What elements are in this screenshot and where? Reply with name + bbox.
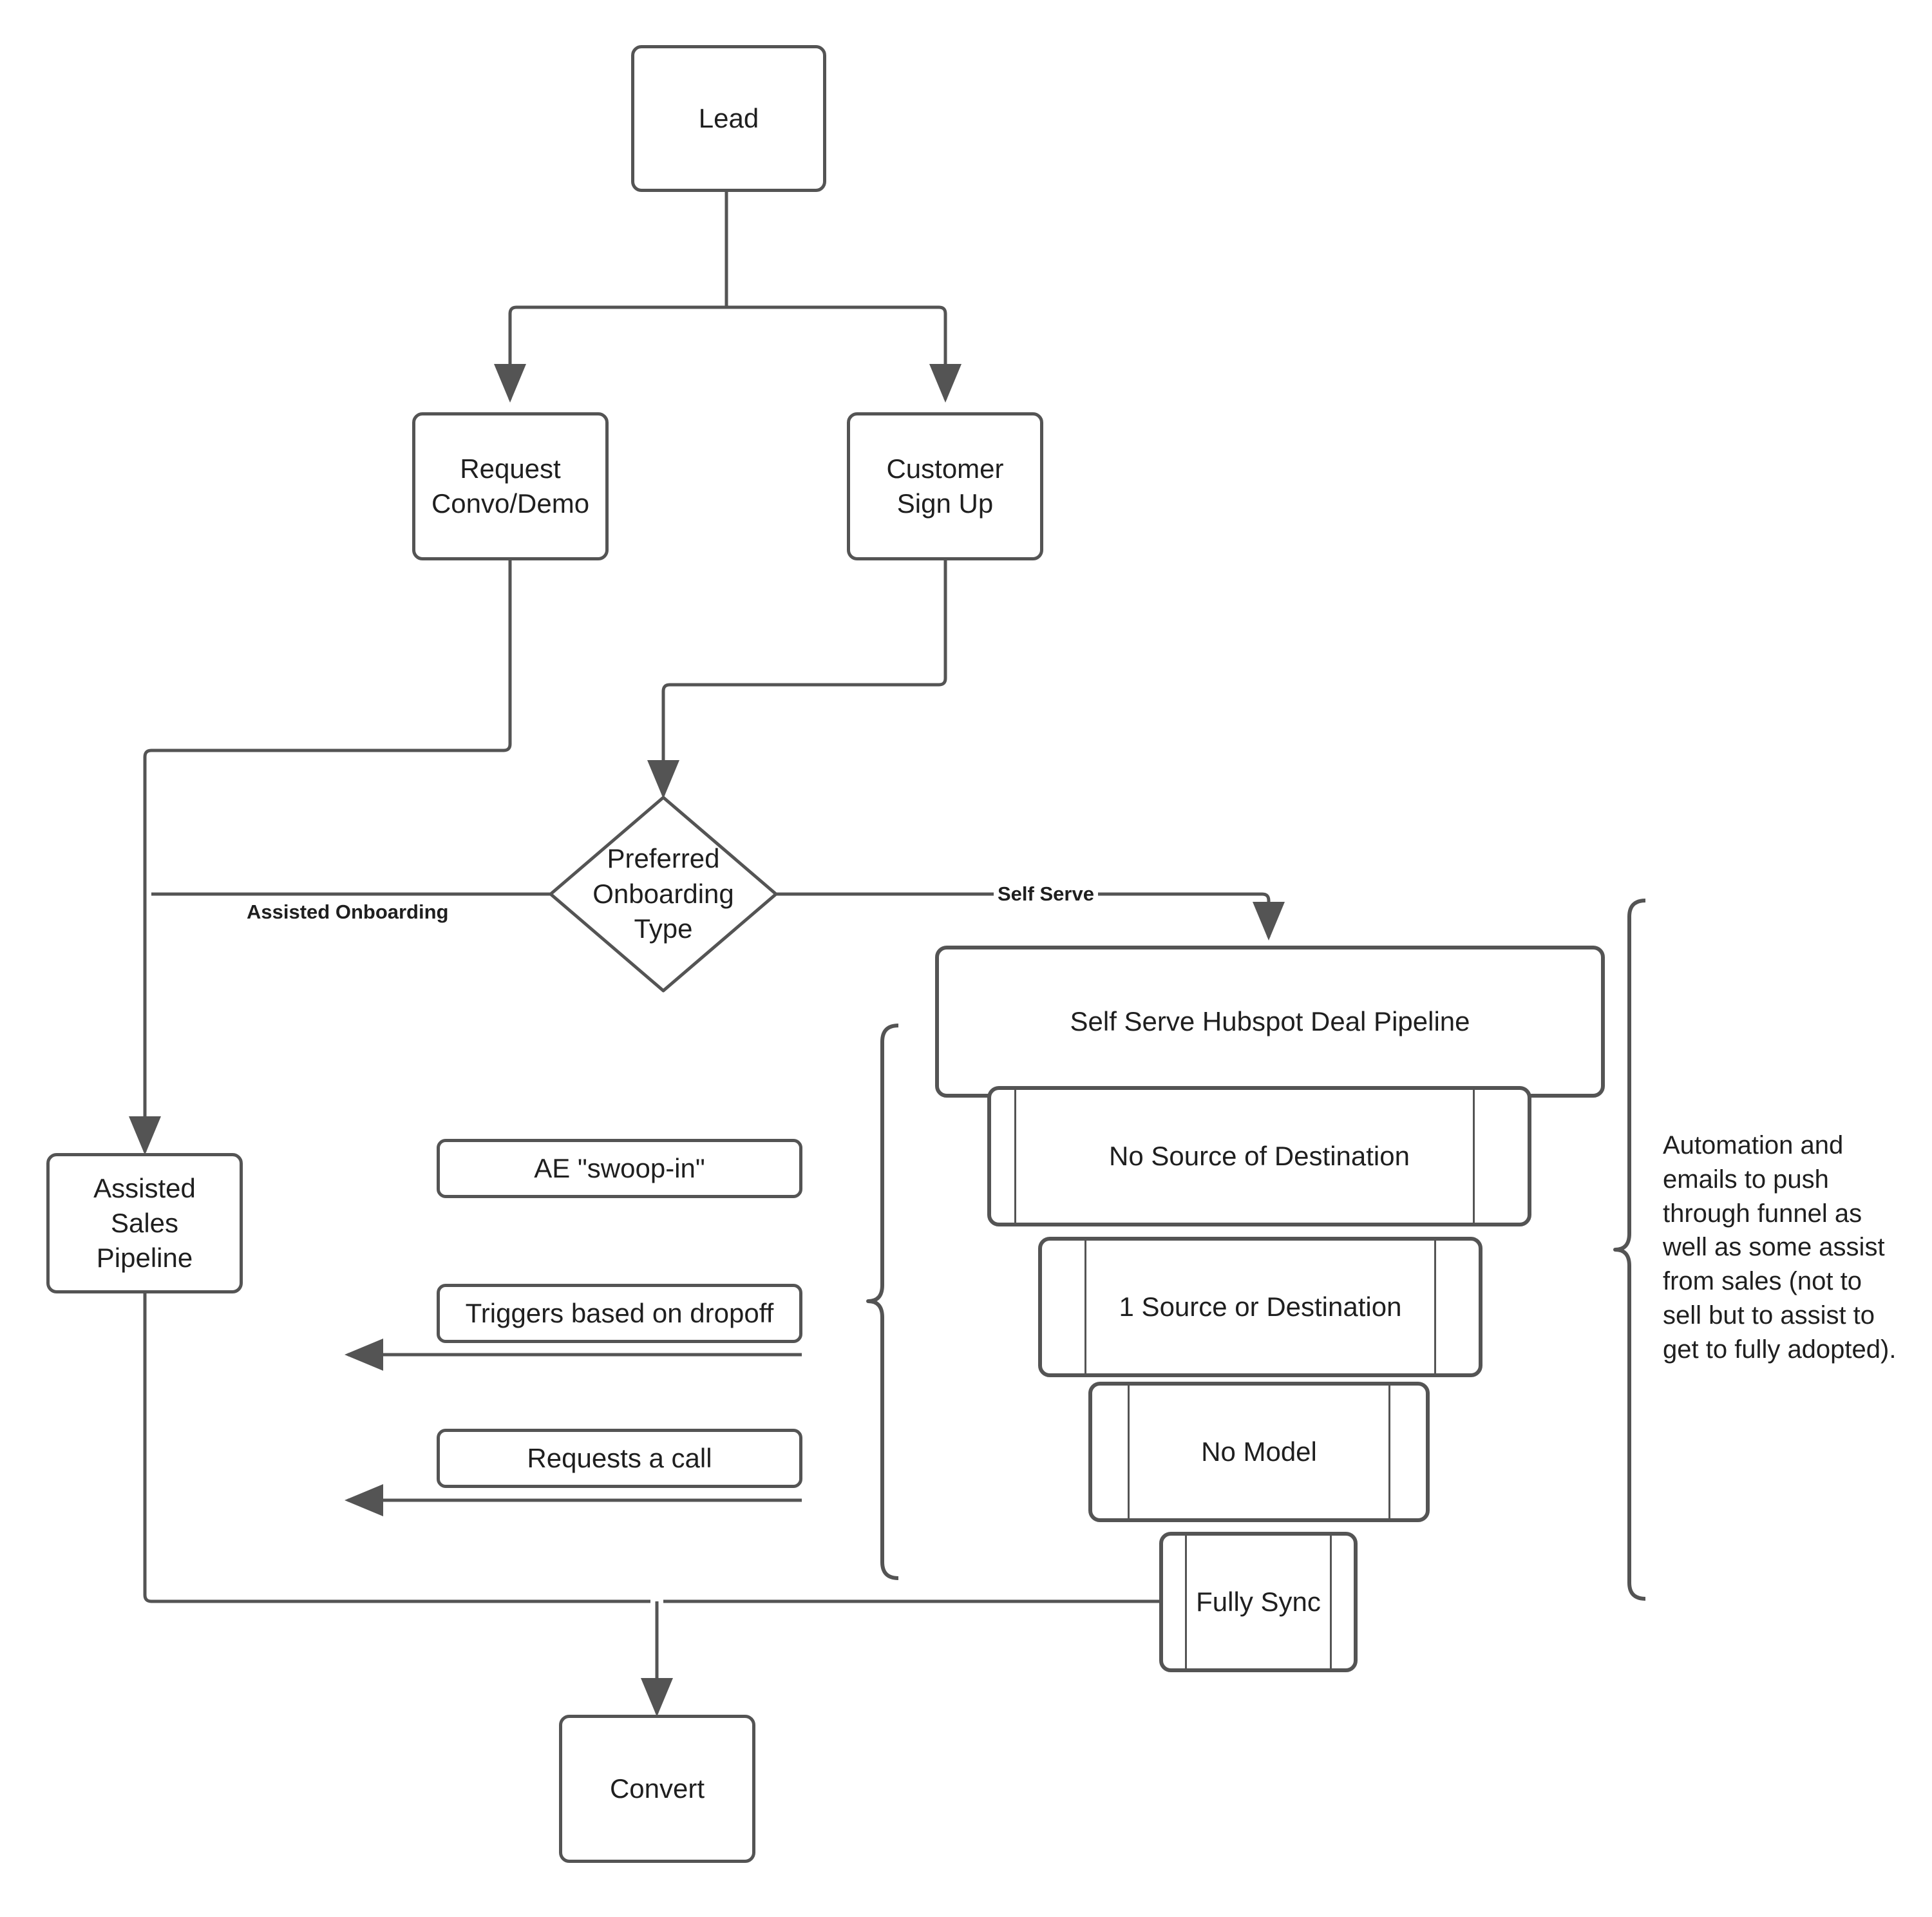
funnel-annotation-text: Automation and emails to push through fu…: [1663, 1131, 1897, 1364]
edge-request-convo-to-assisted-pipeline: [129, 560, 512, 1155]
funnel-stage-3-dividers: [1128, 1382, 1390, 1522]
node-preferred-onboarding-type-label: Preferred Onboarding Type: [592, 843, 734, 944]
funnel-stage-1-source-or-destination[interactable]: 1 Source or Destination: [1038, 1237, 1482, 1377]
funnel-stage-no-model[interactable]: No Model: [1088, 1382, 1430, 1522]
edge-label-assisted-onboarding: Assisted Onboarding: [247, 901, 449, 923]
edge-lead-to-customer-signup: [726, 305, 961, 403]
node-requests-a-call-label: Requests a call: [527, 1443, 712, 1474]
node-requests-a-call[interactable]: Requests a call: [437, 1429, 802, 1488]
node-customer-sign-up[interactable]: Customer Sign Up: [847, 412, 1043, 560]
node-ae-swoop-in-label: AE "swoop-in": [534, 1153, 705, 1184]
node-convert-label: Convert: [609, 1773, 705, 1804]
funnel-stage-self-serve-hubspot-deal-pipeline[interactable]: Self Serve Hubspot Deal Pipeline: [935, 946, 1605, 1098]
funnel-brace: [866, 1024, 899, 1580]
funnel-stage-0-label: Self Serve Hubspot Deal Pipeline: [1070, 1006, 1470, 1036]
node-customer-sign-up-label: Customer Sign Up: [886, 453, 1004, 519]
node-lead[interactable]: Lead: [631, 45, 826, 192]
node-triggers-based-on-dropoff-label: Triggers based on dropoff: [465, 1298, 774, 1329]
node-lead-label: Lead: [698, 103, 759, 134]
node-assisted-sales-pipeline[interactable]: Assisted Sales Pipeline: [46, 1153, 243, 1293]
funnel-stage-1-dividers: [1014, 1086, 1475, 1226]
node-preferred-onboarding-type[interactable]: Preferred Onboarding Type: [551, 797, 776, 991]
node-request-convo-demo-label: Request Convo/Demo: [431, 453, 590, 519]
funnel-stage-1-label: No Source of Destination: [1109, 1141, 1410, 1171]
edge-lead-to-request-convo: [494, 305, 726, 403]
node-assisted-sales-pipeline-label: Assisted Sales Pipeline: [93, 1173, 196, 1273]
edge-customer-signup-to-decision: [647, 560, 947, 799]
funnel-stage-no-source-of-destination[interactable]: No Source of Destination: [987, 1086, 1531, 1226]
funnel-stage-4-label: Fully Sync: [1196, 1587, 1321, 1617]
node-triggers-based-on-dropoff[interactable]: Triggers based on dropoff: [437, 1284, 802, 1343]
node-request-convo-demo[interactable]: Request Convo/Demo: [412, 412, 609, 560]
funnel-stage-fully-sync[interactable]: Fully Sync: [1159, 1532, 1358, 1672]
annotation-brace: [1613, 899, 1646, 1601]
edge-label-self-serve: Self Serve: [994, 882, 1098, 906]
node-ae-swoop-in[interactable]: AE "swoop-in": [437, 1139, 802, 1198]
funnel-stage-4-dividers: [1185, 1532, 1332, 1672]
funnel-stage-2-dividers: [1084, 1237, 1436, 1377]
funnel-stage-2-label: 1 Source or Destination: [1119, 1292, 1402, 1322]
node-convert[interactable]: Convert: [559, 1715, 755, 1863]
funnel-stage-3-label: No Model: [1201, 1436, 1317, 1467]
